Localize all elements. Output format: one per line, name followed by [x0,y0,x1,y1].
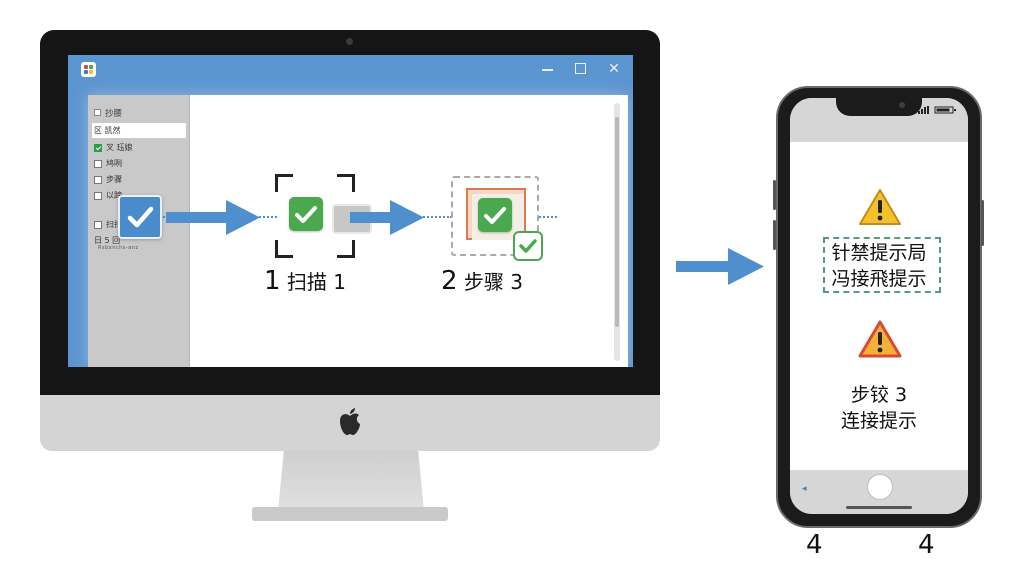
highlight-box [823,237,941,293]
scan-frame [275,174,355,258]
camera-icon [899,102,905,108]
check-badge-icon [513,231,543,261]
sidebar-footer: 日 5 回 [94,236,121,245]
step-frame [451,176,539,256]
minimize-button[interactable] [539,61,555,77]
imac-stand [278,451,424,511]
signal-icon [918,106,929,114]
check-icon [478,198,512,232]
step-label-2: 2 步骤 3 [441,266,523,296]
step-label-1: 1 扫描 1 [264,266,346,296]
checkbox[interactable] [94,175,102,184]
warning-icon [859,189,901,225]
phone-screen: 针禁提示局 冯接飛提示 步铰 3 连接提示 ◂ [790,98,968,514]
home-indicator[interactable] [846,506,912,509]
check-icon [289,197,323,231]
warning-icon [858,320,902,358]
maximize-button[interactable] [572,61,588,77]
volume-button [773,180,776,210]
checkbox[interactable] [94,159,102,168]
power-button [981,200,984,246]
volume-button [773,220,776,250]
sidebar-item-1[interactable]: 叉 珏娘 [94,140,133,155]
sidebar-item-5[interactable]: 扫扫 [94,217,122,232]
checkbox-checked[interactable] [94,143,102,152]
imac-stand-base [252,507,448,521]
sidebar-header: 抄腰 [94,105,122,120]
window-titlebar: ✕ [68,55,633,85]
apple-logo-icon [340,408,360,435]
arrow-right-icon [676,248,764,285]
checkbox[interactable] [94,220,102,229]
camera-icon [346,38,353,45]
checkbox[interactable] [94,191,102,200]
back-icon[interactable]: ◂ [802,484,807,494]
sidebar-item-selected[interactable]: 区 凯然 [92,123,186,138]
battery-icon [934,106,956,114]
dotted-connector [539,216,557,218]
home-button[interactable] [867,474,893,500]
close-button[interactable]: ✕ [608,61,620,77]
footer-number-right: 4 [918,530,935,560]
sidebar-item-2[interactable]: 鸠咧 [94,156,122,171]
sidebar-item-3[interactable]: 步骤 [94,172,122,187]
message-2: 步铰 3 连接提示 [840,384,917,432]
app-icon [81,62,96,77]
sidebar-footer-tiny: Rsbxnchs-anz [98,245,139,251]
phone-notch [836,98,922,116]
message-1: 针禁提示局 冯接飛提示 [831,242,927,290]
arrow-right-icon [166,200,260,235]
footer-number-left: 4 [806,530,823,560]
scrollbar-thumb[interactable] [615,117,619,327]
arrow-right-icon [350,200,424,235]
sidebar-item-4[interactable]: 以蹄 [94,188,122,203]
check-icon [118,195,162,239]
